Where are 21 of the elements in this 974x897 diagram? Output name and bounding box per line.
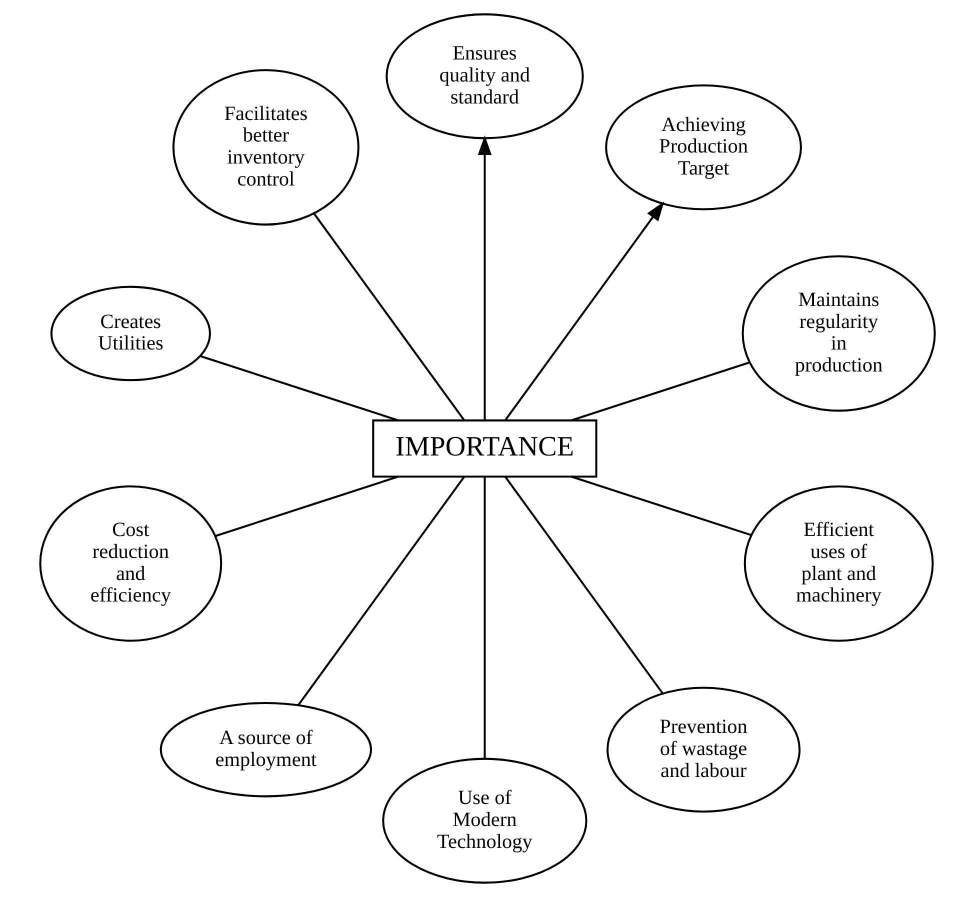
node-ellipse: Creates Utilities — [50, 286, 210, 382]
node-ellipse: Achieving Production Target — [604, 84, 802, 210]
node-ellipse: A source of employment — [159, 702, 372, 798]
arrow — [504, 201, 664, 421]
node-ellipse: Maintains regularity in production — [741, 255, 936, 412]
connector — [483, 477, 486, 759]
node-ellipse: Efficient uses of plant and machinery — [743, 485, 934, 642]
arrow — [477, 135, 492, 420]
node-ellipse: Cost reduction and efficiency — [38, 485, 222, 642]
node-box: IMPORTANCE — [372, 419, 597, 478]
connector — [570, 362, 750, 422]
connector — [296, 476, 464, 706]
node-ellipse: Ensures quality and standard — [385, 13, 584, 140]
node-ellipse: Prevention of wastage and labour — [606, 686, 800, 813]
connector — [570, 476, 752, 536]
connector — [215, 476, 398, 537]
connector — [200, 355, 398, 422]
node-ellipse: Facilitates better inventory control — [172, 69, 359, 226]
connector — [504, 476, 664, 694]
connector — [312, 213, 464, 421]
node-ellipse: Use of Modern Technology — [382, 758, 587, 884]
